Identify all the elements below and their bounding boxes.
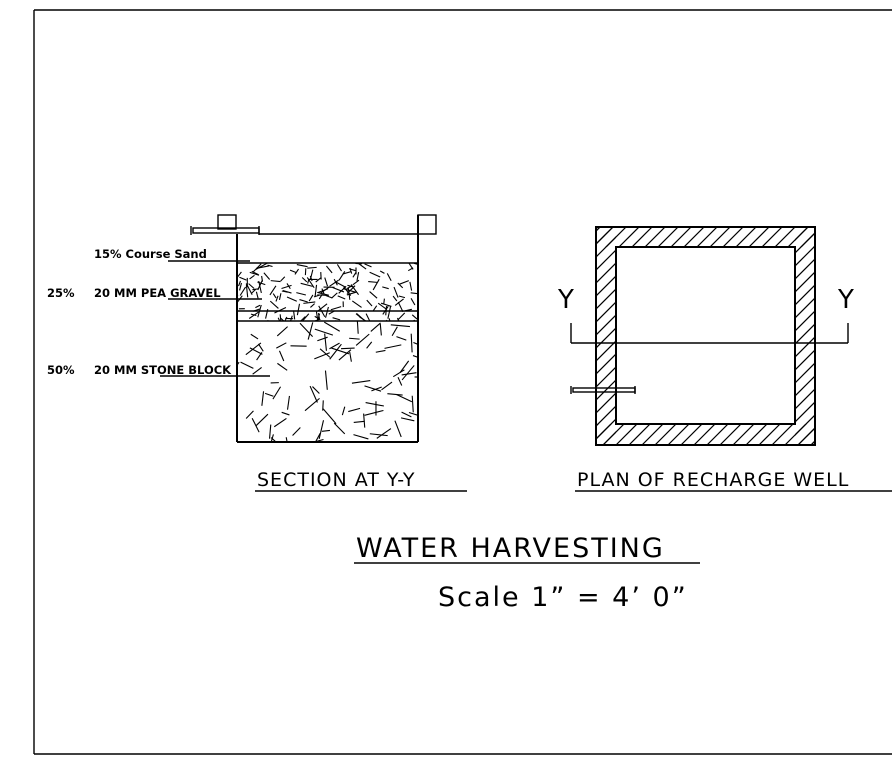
inlet-box-left bbox=[217, 214, 237, 230]
inlet-box-right bbox=[417, 214, 437, 235]
section-view: 15% Course Sand 25% 20 MM PEA GRAVEL 50%… bbox=[47, 214, 467, 492]
sheet-border bbox=[33, 9, 892, 755]
section-marker-right: Y bbox=[837, 285, 854, 315]
label-gravel-percent: 25% bbox=[47, 286, 75, 300]
section-marker-left: Y bbox=[557, 285, 574, 315]
label-stone-block: 20 MM STONE BLOCK bbox=[94, 363, 232, 377]
gravel-hatch bbox=[237, 263, 418, 321]
plan-inlet-pipe bbox=[572, 387, 636, 393]
drawing-title: WATER HARVESTING bbox=[356, 533, 665, 564]
drawing-scale: Scale 1” = 4’ 0” bbox=[438, 582, 688, 613]
label-stone-percent: 50% bbox=[47, 363, 75, 377]
stone-block-hatch bbox=[237, 321, 418, 442]
section-caption: SECTION AT Y-Y bbox=[257, 469, 415, 491]
plan-caption: PLAN OF RECHARGE WELL bbox=[577, 469, 849, 491]
label-course-sand: 15% Course Sand bbox=[94, 247, 207, 261]
wall-hatch bbox=[596, 227, 815, 445]
plan-view: Y Y PLAN OF RECHARGE WELL bbox=[557, 226, 892, 492]
title-block: WATER HARVESTING Scale 1” = 4’ 0” bbox=[354, 533, 700, 613]
label-pea-gravel: 20 MM PEA GRAVEL bbox=[94, 286, 221, 300]
